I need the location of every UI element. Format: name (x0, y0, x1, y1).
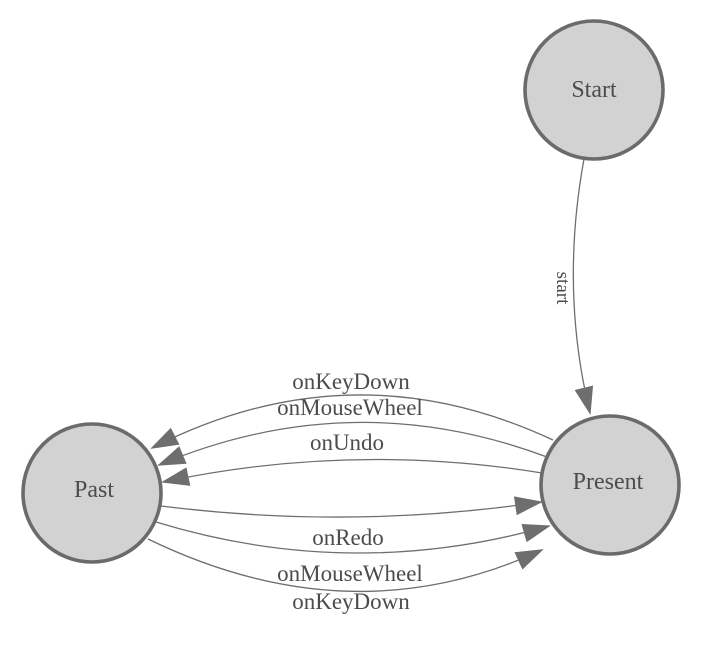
edge-label-onkeydown-top: onKeyDown (292, 369, 410, 394)
edge-present-to-past-onundo (161, 458, 543, 486)
edge-past-to-present-onmousewheel (155, 521, 551, 554)
edge-present-to-past-onmousewheel (157, 421, 548, 466)
edge-label-onkeydown-bottom: onKeyDown (292, 589, 410, 614)
edge-label-onmousewheel-bottom: onMouseWheel (277, 561, 423, 586)
edge-label-onundo: onUndo (310, 430, 384, 455)
state-node-present (539, 414, 681, 556)
edge-past-to-present-onkeydown (147, 538, 544, 593)
state-node-present-label: Present (573, 469, 644, 495)
edge-present-to-past-onkeydown (150, 394, 554, 449)
edge-start-to-present (572, 158, 594, 415)
state-node-start (523, 19, 665, 161)
state-node-start-label: Start (571, 77, 617, 103)
edge-label-start: start (552, 272, 573, 305)
state-node-past-label: Past (74, 477, 114, 503)
edge-past-to-present-onredo (160, 496, 543, 518)
state-node-past (21, 422, 163, 564)
edge-label-onredo: onRedo (312, 525, 384, 550)
edge-label-onmousewheel-top: onMouseWheel (277, 395, 423, 420)
